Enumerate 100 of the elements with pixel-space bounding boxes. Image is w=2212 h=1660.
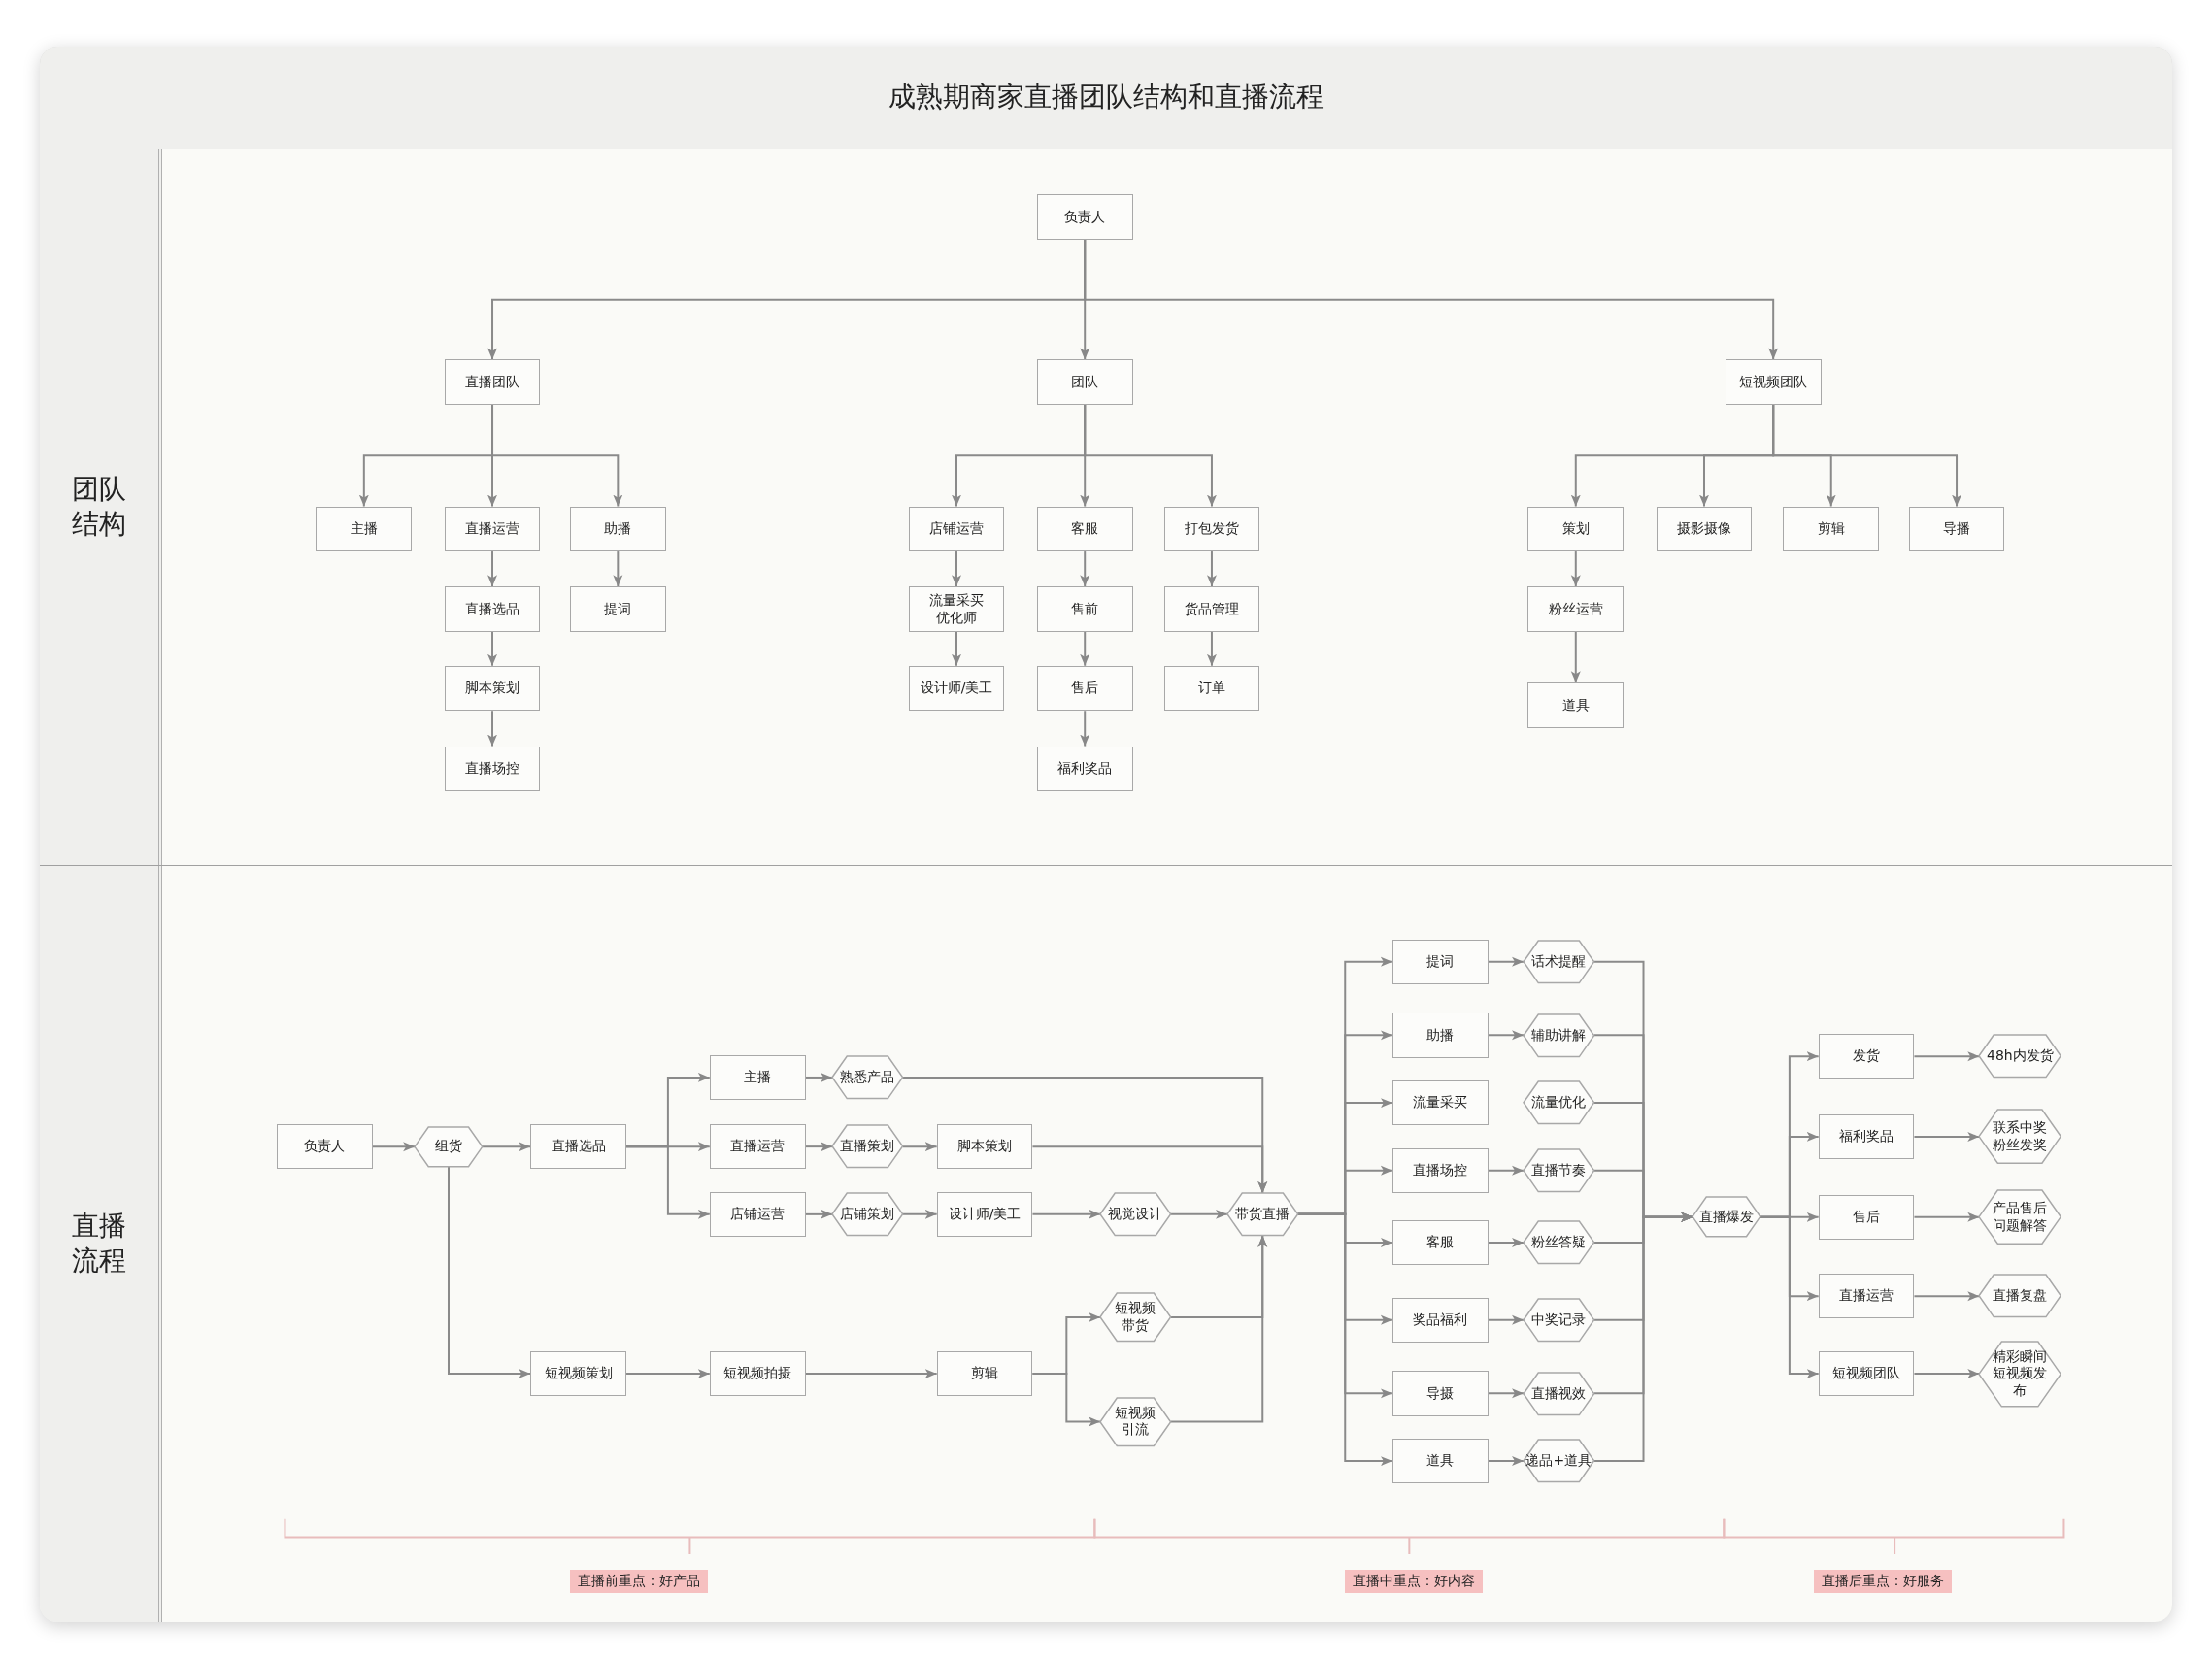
phase-label: 直播后重点：好服务 (1814, 1569, 1953, 1593)
arrow (371, 1142, 417, 1152)
arrow (1487, 1388, 1525, 1399)
step-hexagon: 视觉设计 (1100, 1193, 1171, 1236)
process-box: 流量采买优化师 (908, 586, 1005, 632)
step-hexagon: 流量优化 (1524, 1081, 1594, 1124)
process-box: 剪辑 (936, 1350, 1033, 1397)
arrow (491, 403, 623, 508)
arrow (1913, 1051, 1981, 1062)
arrow (1570, 550, 1581, 588)
arrow (487, 630, 498, 667)
process-box: 主播 (709, 1054, 806, 1101)
step-hexagon: 粉丝答疑 (1524, 1221, 1594, 1264)
step-hexagon: 中奖记录 (1524, 1299, 1594, 1342)
arrow (1570, 630, 1581, 684)
process-box: 订单 (1163, 665, 1260, 712)
process-box: 负责人 (1036, 194, 1133, 240)
step-hexagon: 直播节奏 (1524, 1149, 1594, 1192)
step-hexagon: 短视频带货 (1100, 1293, 1171, 1342)
process-box: 助播 (1391, 1013, 1489, 1058)
step-hexagon: 辅助讲解 (1524, 1013, 1594, 1057)
process-box: 策划 (1527, 506, 1625, 551)
arrow (1760, 1215, 1820, 1379)
process-box: 福利奖品 (1036, 746, 1133, 791)
process-box: 助播 (569, 506, 666, 551)
arrow (1169, 1209, 1228, 1219)
process-box: 打包发货 (1163, 506, 1260, 551)
process-box: 流量采买 (1391, 1079, 1489, 1126)
process-box: 摄影摄像 (1656, 506, 1753, 551)
process-box: 店铺运营 (908, 506, 1005, 551)
process-box: 直播运营 (1818, 1273, 1915, 1319)
process-box: 直播场控 (444, 746, 541, 791)
arrow (487, 710, 498, 747)
process-box: 发货 (1818, 1033, 1915, 1079)
process-box: 客服 (1036, 506, 1133, 551)
arrow (1031, 1373, 1102, 1427)
process-box: 短视频团队 (1818, 1350, 1915, 1397)
process-box: 导播 (1908, 506, 2005, 551)
arrow (1080, 630, 1090, 667)
arrow (1031, 1145, 1268, 1195)
arrow (804, 1142, 834, 1152)
arrow (1913, 1131, 1981, 1142)
lane-header: 团队结构 (39, 149, 163, 865)
arrow (901, 1209, 938, 1219)
arrow (952, 550, 961, 588)
step-hexagon: 熟悉产品 (832, 1056, 903, 1099)
process-box: 直播选品 (530, 1123, 626, 1170)
arrow (1487, 1314, 1525, 1325)
process-box: 福利奖品 (1818, 1113, 1915, 1160)
process-box: 设计师/美工 (936, 1191, 1033, 1238)
arrow (804, 1369, 938, 1379)
step-hexagon: 递品+道具 (1524, 1440, 1594, 1482)
process-box: 设计师/美工 (908, 665, 1005, 712)
process-box: 客服 (1391, 1219, 1489, 1266)
process-box: 提词 (569, 586, 666, 632)
arrow (1487, 1165, 1525, 1176)
step-hexagon: 直播策划 (832, 1125, 903, 1168)
process-box: 主播 (316, 506, 413, 551)
arrow (804, 1209, 834, 1219)
step-hexagon: 直播爆发 (1693, 1197, 1761, 1238)
process-box: 短视频团队 (1725, 359, 1822, 405)
process-box: 团队 (1036, 359, 1133, 405)
swimlane (39, 866, 2173, 1622)
arrow (1913, 1212, 1981, 1222)
process-box: 短视频拍摄 (709, 1350, 806, 1397)
arrow (613, 550, 623, 588)
step-hexagon: 直播视效 (1524, 1372, 1594, 1415)
arrow (1169, 1234, 1268, 1423)
title: 成熟期商家直播团队结构和直播流程 (888, 80, 1324, 116)
step-hexagon: 产品售后问题解答 (1979, 1190, 2061, 1245)
process-box: 脚本策划 (936, 1123, 1033, 1170)
step-hexagon: 组货 (415, 1126, 483, 1167)
arrow (952, 630, 961, 667)
arrow (1772, 403, 1962, 508)
arrow (481, 1142, 532, 1152)
process-box: 剪辑 (1783, 506, 1880, 551)
arrow (1487, 1030, 1525, 1041)
phase-label: 直播中重点：好内容 (1344, 1569, 1483, 1593)
arrow (1031, 1209, 1102, 1219)
process-box: 售后 (1036, 665, 1133, 712)
process-box: 短视频策划 (530, 1350, 626, 1397)
process-box: 直播团队 (444, 359, 541, 405)
step-hexagon: 带货直播 (1226, 1193, 1298, 1236)
arrow (1206, 550, 1217, 588)
arrow (1206, 630, 1217, 667)
process-box: 道具 (1391, 1438, 1489, 1484)
arrow (1487, 1456, 1525, 1467)
process-box: 直播选品 (444, 586, 541, 632)
step-hexagon: 话术提醒 (1524, 941, 1594, 983)
lane-header: 直播流程 (39, 866, 163, 1622)
process-box: 直播运营 (709, 1123, 806, 1170)
arrow (1913, 1369, 1981, 1379)
process-box: 售前 (1036, 586, 1133, 632)
arrow (625, 1145, 711, 1219)
process-box: 店铺运营 (709, 1191, 806, 1238)
step-hexagon: 店铺策划 (832, 1193, 903, 1236)
process-box: 导摄 (1391, 1371, 1489, 1416)
arrow (625, 1369, 711, 1379)
arrow (1080, 710, 1090, 747)
step-hexagon: 精彩瞬间短视频发布 (1979, 1341, 2061, 1407)
